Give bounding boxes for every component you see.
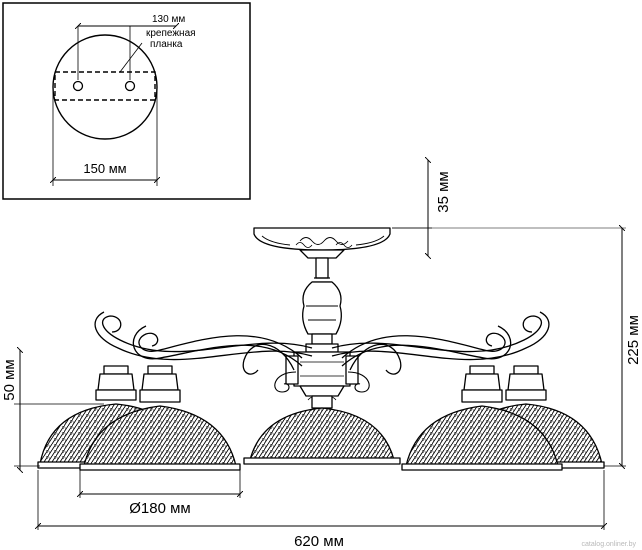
dimension-lines bbox=[14, 160, 626, 530]
lamp-shade-4 bbox=[401, 365, 563, 471]
shade-diameter-label: Ø180 мм bbox=[129, 500, 191, 517]
bar-dim-label: 130 мм bbox=[152, 14, 185, 25]
mounting-hole-left bbox=[72, 80, 84, 92]
mounting-bar bbox=[54, 71, 156, 101]
central-column bbox=[302, 281, 342, 335]
chandelier bbox=[37, 227, 605, 471]
total-width-label: 620 мм bbox=[294, 533, 344, 550]
watermark: catalog.onliner.by bbox=[582, 541, 637, 548]
bar-note-line2: планка bbox=[150, 39, 183, 50]
lamp-shade-3 bbox=[243, 395, 401, 465]
canopy-height-label: 35 мм bbox=[435, 171, 452, 212]
total-height-label: 225 мм bbox=[625, 315, 642, 365]
plate-dim-label: 150 мм bbox=[83, 161, 126, 176]
lamp-shade-2 bbox=[79, 365, 241, 471]
mounting-hole-right bbox=[124, 80, 136, 92]
inset-frame bbox=[2, 2, 251, 200]
ceiling-canopy bbox=[253, 227, 391, 251]
bar-note-line1: крепежная bbox=[146, 28, 196, 39]
arm-left-inner bbox=[132, 325, 303, 375]
arm-right-inner bbox=[341, 325, 512, 375]
mounting-plate bbox=[52, 34, 158, 140]
mounting-plate-inset: 130 мм крепежная планка 150 мм bbox=[2, 2, 251, 200]
shade-height-label: 50 мм bbox=[1, 359, 18, 400]
bar-note-leader bbox=[119, 42, 143, 73]
